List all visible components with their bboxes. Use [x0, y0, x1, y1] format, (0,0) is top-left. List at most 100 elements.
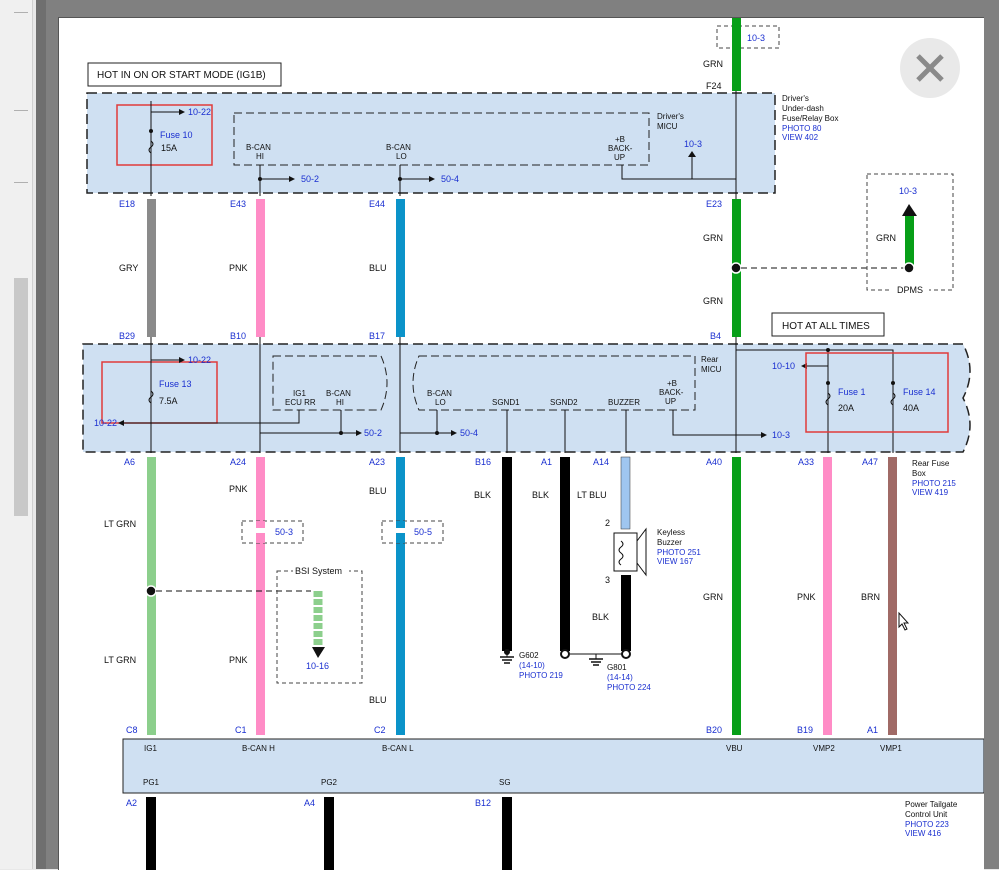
label-blk-2: BLK [532, 490, 549, 500]
pin-a2: A2 [126, 798, 137, 808]
pin-a14: A14 [593, 457, 609, 467]
fuse10-ref[interactable]: 10-22 [188, 107, 211, 117]
pin-a4: A4 [304, 798, 315, 808]
pin-a40: A40 [706, 457, 722, 467]
buzzer-title-1: Keyless [657, 528, 685, 537]
label-blu-3: BLU [369, 695, 387, 705]
g801-photo[interactable]: PHOTO 224 [607, 683, 651, 692]
rear-backup-ref[interactable]: 10-3 [772, 430, 790, 440]
label-blk-1: BLK [474, 490, 491, 500]
rear-micu-1: Rear [701, 355, 719, 364]
g801-label: G801 [607, 663, 627, 672]
bcan-lo-connector-ref[interactable]: 50-5 [414, 527, 432, 537]
wire-blk-2 [560, 457, 570, 651]
pin-a6: A6 [124, 457, 135, 467]
page-scrollbar[interactable] [0, 0, 33, 869]
fuse13-ref-top[interactable]: 10-22 [188, 355, 211, 365]
driver-micu-title-2: MICU [657, 122, 678, 131]
label-brn: BRN [861, 592, 880, 602]
label-pnk-1: PNK [229, 263, 248, 273]
label-ltgrn-2: LT GRN [104, 655, 136, 665]
fuse13-ref-left[interactable]: 10-22 [94, 418, 117, 428]
backup-trace [621, 165, 736, 180]
rear-lo-ref[interactable]: 50-4 [460, 428, 478, 438]
ptcu-pg1: PG1 [143, 778, 160, 787]
driver-micu-box [233, 112, 650, 166]
rear-fuse-ref[interactable]: 10-10 [772, 361, 795, 371]
pin-f24: F24 [706, 81, 722, 91]
buzzer-symbol [613, 532, 638, 572]
label-blu-1: BLU [369, 263, 387, 273]
scrollbar-thumb[interactable] [14, 278, 28, 516]
wire-pnk-2 [256, 457, 265, 735]
bsi-ref[interactable]: 10-16 [306, 661, 329, 671]
top-connector [716, 25, 780, 49]
rear-micu-2: MICU [701, 365, 722, 374]
pin-b17: B17 [369, 331, 385, 341]
pin-c8: C8 [126, 725, 138, 735]
ptcu-vbu: VBU [726, 744, 743, 753]
close-button[interactable] [900, 38, 960, 98]
wire-gry [147, 199, 156, 337]
rear-backup-2: BACK- [659, 388, 684, 397]
pin-a1-sgnd: A1 [541, 457, 552, 467]
wire-blk-pg1 [146, 797, 156, 870]
buzzer-photo[interactable]: PHOTO 251 [657, 548, 701, 557]
pin-a47: A47 [862, 457, 878, 467]
driver-hi-ref[interactable]: 50-2 [301, 174, 319, 184]
wire-blu-1 [396, 199, 405, 337]
dpms-ref[interactable]: 10-3 [899, 186, 917, 196]
driver-lo-ref[interactable]: 50-4 [441, 174, 459, 184]
pin-b19: B19 [797, 725, 813, 735]
wire-blk-sg [502, 797, 512, 870]
close-icon [916, 54, 944, 82]
underdash-title-2: Under-dash [782, 104, 824, 113]
underdash-view[interactable]: VIEW 402 [782, 133, 819, 142]
g801-ref[interactable]: (14-14) [607, 673, 633, 682]
ig1-label-1: IG1 [293, 389, 306, 398]
ptcu-title-2: Control Unit [905, 810, 948, 819]
dpms-wire: GRN [876, 233, 896, 243]
wire-pnk-1 [256, 199, 265, 337]
driver-bcan-hi-2: HI [256, 152, 264, 161]
fuse14-rating: 40A [903, 403, 919, 413]
wire-blk-1 [502, 457, 512, 651]
label-grn-3: GRN [703, 592, 723, 602]
buzzer-label: BUZZER [608, 398, 640, 407]
label-pnk-4: PNK [797, 592, 816, 602]
ig1b-label: HOT IN ON OR START MODE (IG1B) [97, 70, 266, 81]
ptcu-view[interactable]: VIEW 416 [905, 829, 942, 838]
pin-a33: A33 [798, 457, 814, 467]
bcan-hi-connector-ref[interactable]: 50-3 [275, 527, 293, 537]
rear-bcan-lo-1: B-CAN [427, 389, 452, 398]
underdash-photo[interactable]: PHOTO 80 [782, 124, 822, 133]
rear-view[interactable]: VIEW 419 [912, 488, 949, 497]
pin-c1: C1 [235, 725, 247, 735]
label-ltblu: LT BLU [577, 490, 607, 500]
pin-a24: A24 [230, 457, 246, 467]
buzzer-view[interactable]: VIEW 167 [657, 557, 694, 566]
driver-backup-ref[interactable]: 10-3 [684, 139, 702, 149]
label-ltgrn-1: LT GRN [104, 519, 136, 529]
ptcu-vmp1: VMP1 [880, 744, 902, 753]
buzzer-pin-bottom: 3 [605, 575, 610, 585]
driver-backup-2: BACK- [608, 144, 633, 153]
pin-e23: E23 [706, 199, 722, 209]
ptcu-photo[interactable]: PHOTO 223 [905, 820, 949, 829]
wire-brn [888, 457, 897, 735]
wire-grn-a [732, 18, 741, 91]
sgnd1-label: SGND1 [492, 398, 520, 407]
g602-label: G602 [519, 651, 539, 660]
rear-photo[interactable]: PHOTO 215 [912, 479, 956, 488]
fuse1-name: Fuse 1 [838, 387, 866, 397]
g602-photo[interactable]: PHOTO 219 [519, 671, 563, 680]
always-hot-label-box [771, 312, 885, 337]
fuse10-highlight [116, 104, 213, 166]
top-ref[interactable]: 10-3 [747, 33, 765, 43]
ptcu-pg2: PG2 [321, 778, 338, 787]
pin-b16: B16 [475, 457, 491, 467]
g602-ref[interactable]: (14-10) [519, 661, 545, 670]
rear-title-2: Box [912, 469, 926, 478]
rear-hi-ref[interactable]: 50-2 [364, 428, 382, 438]
ptcu-vmp2: VMP2 [813, 744, 835, 753]
